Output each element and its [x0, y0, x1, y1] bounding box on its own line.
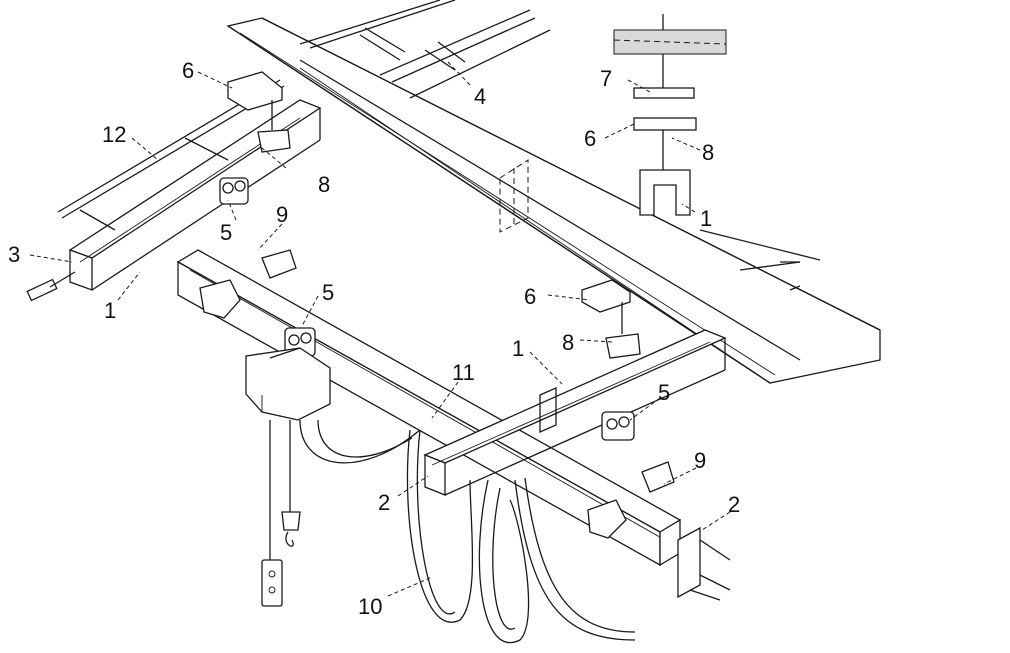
callout-6-left: 6: [182, 58, 194, 83]
end-clamp-left: [199, 249, 297, 319]
callout-6-right: 6: [524, 284, 536, 309]
building-beam: [226, 17, 881, 384]
callout-8-detail: 8: [702, 140, 714, 165]
callout-7: 7: [600, 66, 612, 91]
callout-11: 11: [452, 360, 475, 385]
right-runway-rail: [423, 329, 727, 496]
detail-inset: [613, 14, 727, 216]
hanger-right: [581, 279, 641, 359]
callout-8-right: 8: [562, 330, 574, 355]
trolley-right-runway: [601, 411, 635, 441]
callout-1-left: 1: [104, 298, 116, 323]
callout-9-right: 9: [694, 448, 706, 473]
callout-2-right: 2: [728, 492, 740, 517]
hanger-left: [227, 71, 291, 153]
callout-9-left: 9: [276, 202, 288, 227]
callout-4: 4: [474, 84, 486, 109]
callout-5-left: 5: [220, 220, 232, 245]
callout-1-right: 1: [512, 336, 524, 361]
end-plate: [677, 526, 731, 601]
leader-lines: [29, 61, 731, 597]
callout-5-bridge: 5: [322, 280, 334, 305]
end-clamp-right: [587, 461, 675, 539]
chain-hoist: [245, 347, 331, 607]
festoon-cables: [299, 419, 636, 644]
callout-1-detail: 1: [700, 206, 712, 231]
callout-8-left: 8: [318, 172, 330, 197]
roof-rails: [299, 0, 551, 99]
callout-5-right: 5: [658, 380, 670, 405]
callout-10: 10: [358, 594, 382, 619]
callout-12: 12: [102, 122, 126, 147]
callout-2-left: 2: [378, 490, 390, 515]
callout-6-detail: 6: [584, 126, 596, 151]
callout-3: 3: [8, 242, 20, 267]
trolley-left-runway: [219, 177, 249, 205]
